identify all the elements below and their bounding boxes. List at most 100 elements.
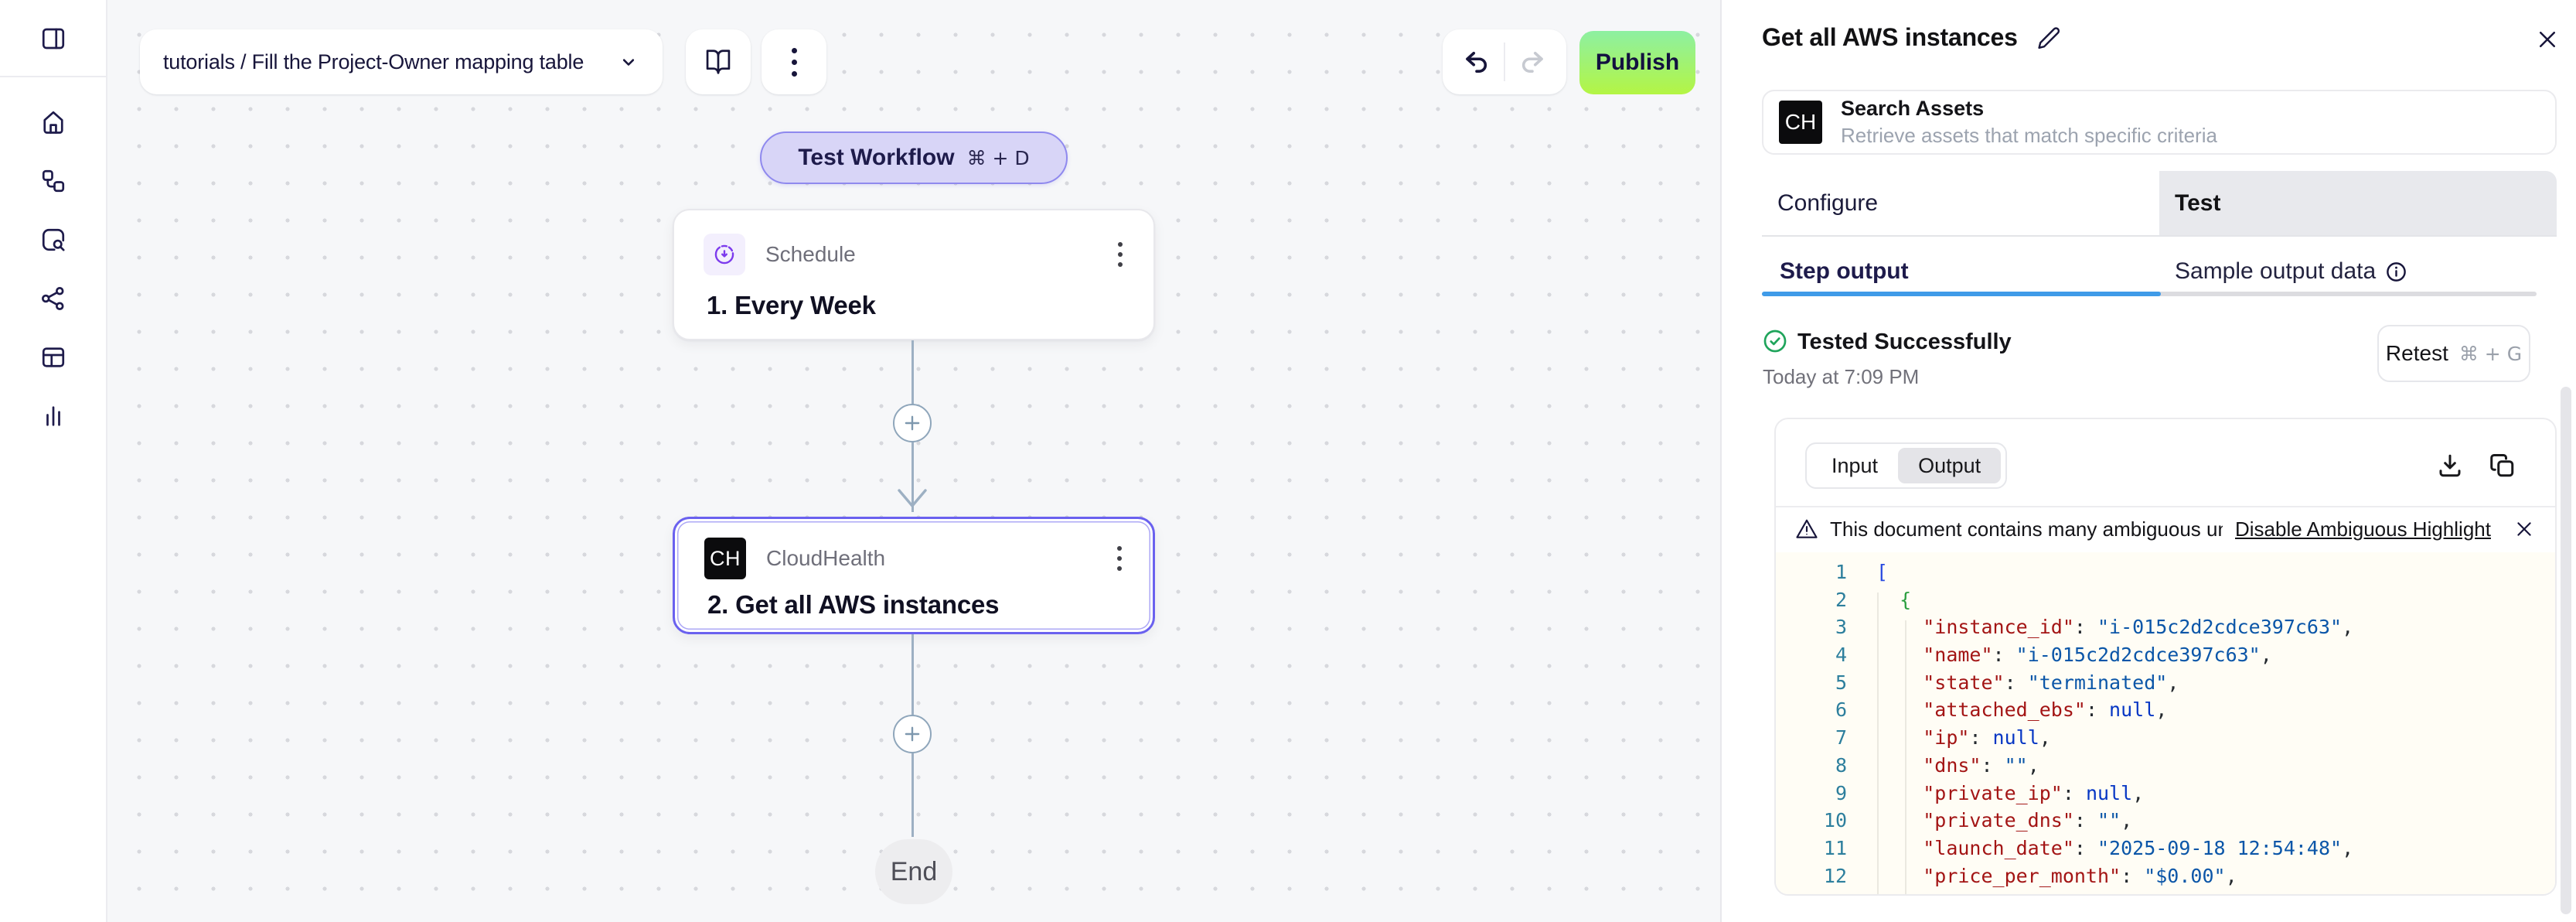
test-workflow-label: Test Workflow [798,145,955,170]
test-workflow-button[interactable]: Test Workflow ⌘ + D [760,131,1068,184]
table-icon [42,347,64,367]
undo-redo-group [1443,29,1566,94]
code-line: 6 "attached_ebs": null, [1776,696,2555,724]
indent-guide [1877,592,1879,894]
subtab-step-output[interactable]: Step output [1780,258,1909,284]
sidebar-item-workflow[interactable] [30,158,77,204]
line-number: 13 [1776,890,1847,894]
code-line: 1[ [1776,558,2555,586]
line-number: 2 [1835,588,1847,611]
search-assets-icon [42,228,65,251]
subtab-sample-label: Sample output data [2175,258,2377,284]
status-check [1762,328,1788,358]
cloudhealth-icon: CH [1779,101,1822,144]
download-output-button[interactable] [2435,450,2465,481]
tab-test[interactable]: Test [2159,171,2557,235]
workflow-menu-button[interactable] [762,29,826,94]
close-panel-button[interactable] [2534,26,2561,53]
close-icon [2540,32,2555,47]
code-text: "name": "i-015c2d2cdce397c63", [1923,644,2272,667]
node-menu-button[interactable] [1113,237,1127,271]
code-line: 8 "dns": "", [1776,752,2555,780]
redo-button[interactable] [1505,29,1559,94]
warning-icon [1796,519,1818,538]
add-step-button[interactable] [893,404,932,442]
tab-configure[interactable]: Configure [1762,171,2159,235]
node-title: 1. Every Week [707,291,876,319]
node-title: 2. Get all AWS instances [707,590,1000,619]
disable-ambiguous-highlight-link[interactable]: Disable Ambiguous Highlight [2235,517,2491,541]
workflow-breadcrumb-dropdown[interactable]: tutorials / Fill the Project-Owner mappi… [140,29,663,94]
node-schedule[interactable]: Schedule 1. Every Week [673,209,1155,340]
status-timestamp: Today at 7:09 PM [1763,365,1920,388]
test-workflow-shortcut: ⌘ + D [966,146,1030,169]
download-icon [2439,454,2461,477]
action-card[interactable]: CH Search Assets Retrieve assets that ma… [1762,90,2557,155]
analytics-icon [46,406,60,426]
code-text: { [1900,588,1912,611]
line-number: 11 [1823,836,1847,859]
code-line: 3 "instance_id": "i-015c2d2cdce397c63", [1776,613,2555,641]
code-text: "total_cost_for_month": "$0.00", [1876,890,2295,894]
panel-scrollbar[interactable] [2561,387,2571,914]
subtab-underline-active [1762,292,2161,296]
line-number: 12 [1823,864,1847,887]
json-output-editor[interactable]: 1[2 {3 "instance_id": "i-015c2d2cdce397c… [1776,552,2555,894]
code-line: 12 "price_per_month": "$0.00", [1776,862,2555,890]
schedule-icon-box [704,234,745,275]
code-line: 10 "private_dns": "", [1776,807,2555,835]
node-header: CH CloudHealth [704,538,1126,579]
code-line: 5 "state": "terminated", [1776,669,2555,697]
workflow-canvas[interactable]: tutorials / Fill the Project-Owner mappi… [107,0,1720,922]
indent-guide [1905,620,1906,894]
sidebar-toggle-button[interactable] [30,15,77,62]
test-output-card: Input Output This document contains many… [1774,418,2557,896]
action-card-text: Search Assets Retrieve assets that match… [1841,97,2217,148]
copy-output-button[interactable] [2487,450,2518,481]
node-menu-button[interactable] [1113,541,1126,575]
line-number: 8 [1835,753,1847,777]
code-line: 13 "total_cost_for_month": "$0.00", [1776,890,2555,894]
undo-button[interactable] [1450,29,1504,94]
status-text: Tested Successfully [1797,330,2012,354]
sidebar-item-home[interactable] [30,99,77,145]
code-line: 9 "private_ip": null, [1776,780,2555,808]
line-number: 7 [1835,726,1847,750]
code-text: "private_dns": "", [1923,809,2133,832]
node-type-label: Schedule [765,242,856,266]
rename-step-button[interactable] [2035,24,2063,52]
copy-icon [2490,454,2514,477]
clock-icon [714,244,734,265]
toggle-output[interactable]: Output [1898,448,2002,483]
warning-text: This document contains many ambiguous un… [1830,517,2223,541]
connector-arrowhead [896,487,929,509]
line-number: 3 [1835,616,1847,639]
subtab-underline-track [1762,292,2537,296]
retest-button[interactable]: Retest ⌘ + G [2377,325,2530,382]
sidebar-item-table[interactable] [30,334,77,381]
docs-button[interactable] [686,29,751,94]
sidebar-item-search-assets[interactable] [30,217,77,263]
redo-icon [1521,51,1543,73]
toolbar-divider [1504,43,1505,81]
publish-button[interactable]: Publish [1579,31,1695,94]
check-circle-icon [1763,330,1787,353]
line-number: 5 [1835,671,1847,694]
add-step-button[interactable] [893,715,932,753]
line-number: 6 [1835,698,1847,722]
workflow-icon [42,169,64,193]
sidebar-item-analytics[interactable] [30,393,77,439]
code-text: "attached_ebs": null, [1923,698,2168,722]
dismiss-warning-button[interactable] [2513,517,2536,541]
code-line: 2 { [1776,586,2555,614]
undo-icon [1466,51,1487,73]
sidebar-item-share[interactable] [30,275,77,322]
node-cloudhealth[interactable]: CH CloudHealth 2. Get all AWS instances [673,517,1155,634]
close-icon [2517,522,2531,536]
toggle-input[interactable]: Input [1811,448,1898,483]
cloudhealth-icon: CH [704,538,746,579]
subtab-sample-output-data[interactable]: Sample output data [2175,258,2407,285]
action-title: Search Assets [1841,97,1985,120]
plus-icon [905,726,920,742]
